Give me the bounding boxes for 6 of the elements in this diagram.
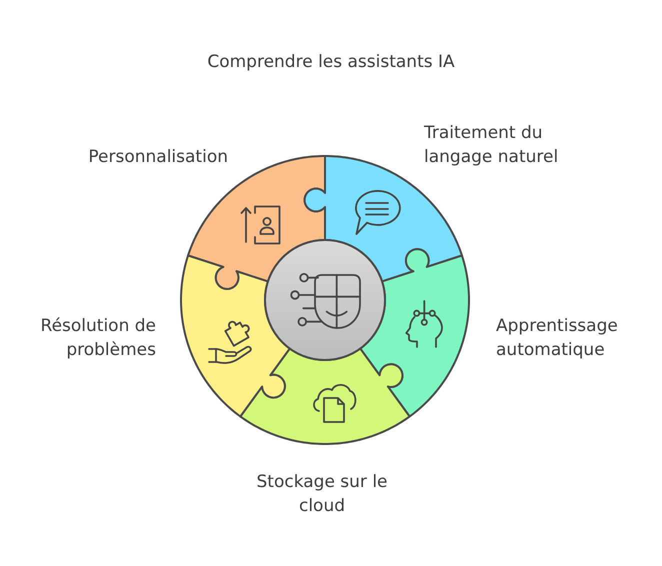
segment-label: Personnalisation [88, 146, 228, 169]
segment-label: Traitement du langage naturel [424, 122, 560, 169]
segment-label: Résolution de problèmes [40, 315, 156, 362]
segment-label: Stockage sur le cloud [255, 471, 389, 518]
diagram-title: Comprendre les assistants IA [207, 51, 455, 74]
segment-label: Apprentissage automatique [496, 315, 619, 362]
